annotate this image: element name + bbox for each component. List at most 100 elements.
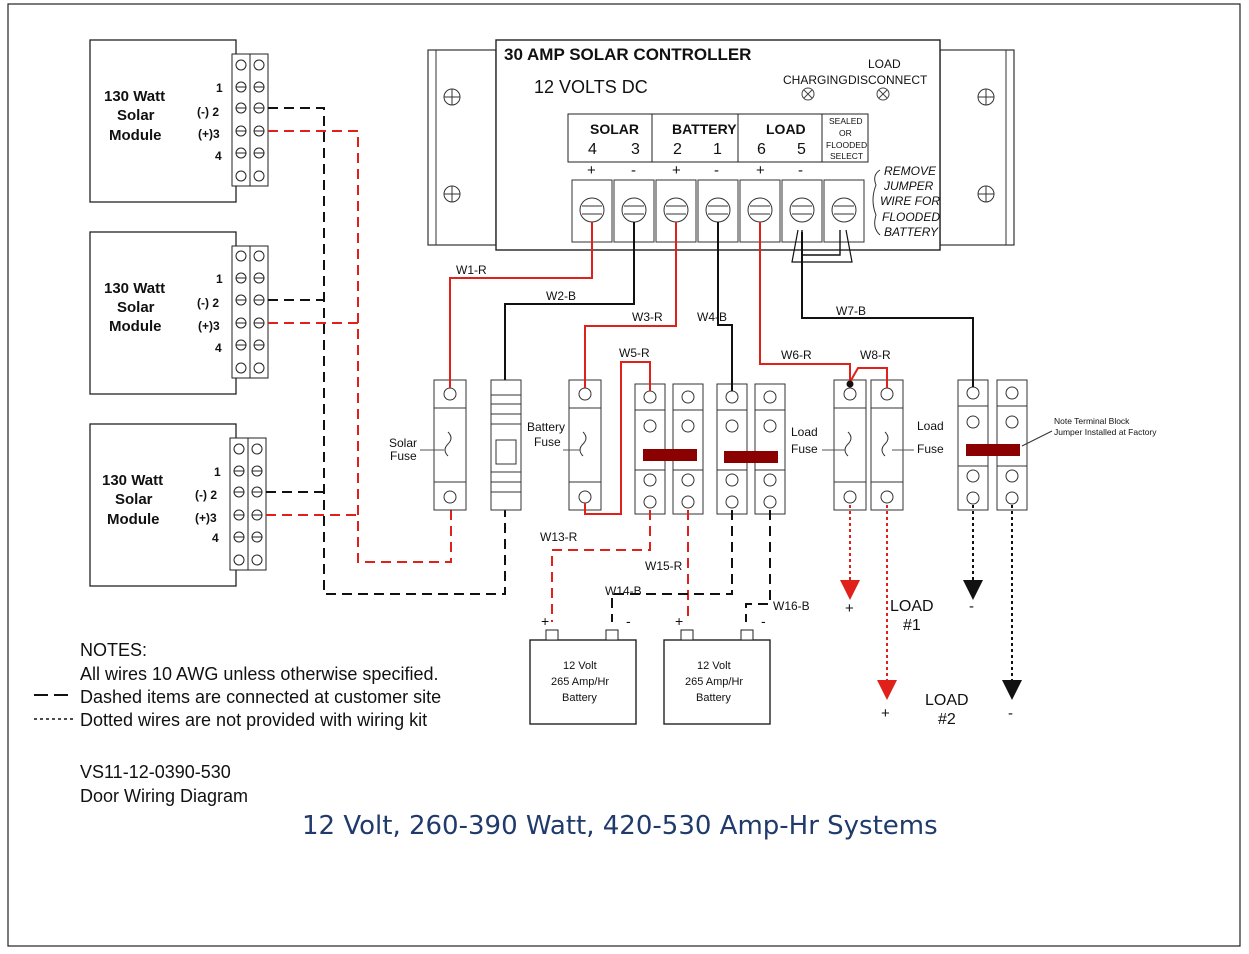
pin-label: 1 [214,465,221,479]
wire-label: W14-B [605,584,642,598]
terminal-number: 3 [631,141,640,158]
wire-w2 [504,222,635,380]
wire-label: W6-R [781,348,812,362]
module-label: 130 Watt [104,280,165,297]
select-label: SEALED [829,116,863,126]
polarity-sign: - [631,162,636,179]
controller-flange-right [939,49,1015,246]
module-label: Solar [117,107,155,124]
battery-minus: - [761,613,766,629]
load-label: LOAD [890,598,934,615]
charging-label: CHARGING [783,73,848,87]
fuse-label: Load [917,419,944,433]
terminal-block-pair [716,383,786,515]
battery-minus: - [626,613,631,629]
drawing-id: VS11-12-0390-530 [80,762,231,782]
load-fuse-2 [870,379,904,511]
solar-module-1: 130 Watt Solar Module 1 (-) 2 (+)3 4 [89,39,269,203]
notes-line: Dashed items are connected at customer s… [80,687,441,707]
load-dotted-wiring [840,505,1022,700]
battery-fuse [568,379,602,511]
terminal-strip [231,245,269,379]
terminal-number: 4 [588,141,597,158]
mount-hole-icon [443,88,995,203]
terminal-strip [229,437,267,571]
charging-led-icon [801,87,815,101]
wire-w7 [801,232,974,387]
load-disconnect-label-1: LOAD [868,57,901,71]
pin-label: (+)3 [195,511,217,525]
module-label: 130 Watt [102,472,163,489]
jumper-note: BATTERY [884,225,939,239]
wire-label: W7-B [836,304,866,318]
module-label: Solar [117,299,155,316]
battery-plus: + [541,613,549,629]
wire-label: W2-B [546,289,576,303]
select-label: FLOODED [826,140,867,150]
module-label: Solar [115,491,153,508]
battery-1: + - 12 Volt 265 Amp/Hr Battery [529,613,637,725]
module-label: 130 Watt [104,88,165,105]
controller-flange-left [427,49,497,246]
notes-line: Dotted wires are not provided with wirin… [80,710,427,730]
battery-label: 265 Amp/Hr [551,676,609,688]
battery-2: + - 12 Volt 265 Amp/Hr Battery [663,613,771,725]
load-sign: + [845,600,854,617]
battery-plus: + [675,613,683,629]
solar-module-2: 130 Watt Solar Module 1 (-) 2 (+)3 4 [89,231,269,395]
load-label: #1 [903,617,921,634]
factory-jumper [966,444,1020,456]
load-sign: + [881,705,890,722]
controller-voltage: 12 VOLTS DC [534,77,648,97]
solar-fuse [433,379,467,511]
wire-w1 [449,222,593,388]
module-label: Module [107,511,160,528]
pin-label: (+)3 [198,127,220,141]
fuse-label: Battery [527,420,565,434]
fuse-label: Fuse [791,442,818,456]
module-label: Module [109,127,162,144]
terminal-strip [231,53,269,187]
load-sign: - [1008,705,1013,722]
pin-label: 1 [216,81,223,95]
terminal-number: 1 [713,141,722,158]
wire-w4 [717,222,733,391]
module-dashed-wiring [266,107,506,595]
load-disconnect-led-icon [876,87,890,101]
polarity-sign: + [587,162,596,179]
jumper-note: FLOODED [882,210,940,224]
fuse-label: Solar [389,436,417,450]
terminal-note: Jumper Installed at Factory [1054,427,1157,437]
factory-jumper [643,449,697,461]
wire-label: W1-R [456,263,487,277]
wire-label: W15-R [645,559,683,573]
factory-jumper [724,451,778,463]
terminal-block [490,379,522,511]
module-label: Module [109,318,162,335]
notes-line: All wires 10 AWG unless otherwise specif… [80,664,438,684]
load-label: LOAD [925,692,969,709]
wire-w8 [849,367,888,388]
solar-module-3: 130 Watt Solar Module 1 (-) 2 (+)3 4 [89,423,267,587]
wire-label: W13-R [540,530,578,544]
controller-wires [449,222,974,515]
battery-label: 265 Amp/Hr [685,676,743,688]
pin-label: 4 [212,531,219,545]
select-label: SELECT [830,151,863,161]
pin-label: (+)3 [198,319,220,333]
pin-label: (-) 2 [195,488,217,502]
terminal-note: Note Terminal Block [1054,416,1130,426]
wire-w3 [584,222,677,388]
battery-label: 12 Volt [697,660,731,672]
wire-w6 [759,222,851,388]
notes-heading: NOTES: [80,640,147,660]
select-label: OR [839,128,852,138]
battery-label: Battery [696,692,731,704]
load-fuse-1 [833,379,867,511]
pin-label: 4 [215,149,222,163]
terminal-number: 2 [673,141,682,158]
group-label-solar: SOLAR [590,121,639,137]
wire-label: W16-B [773,599,810,613]
pin-label: 4 [215,341,222,355]
